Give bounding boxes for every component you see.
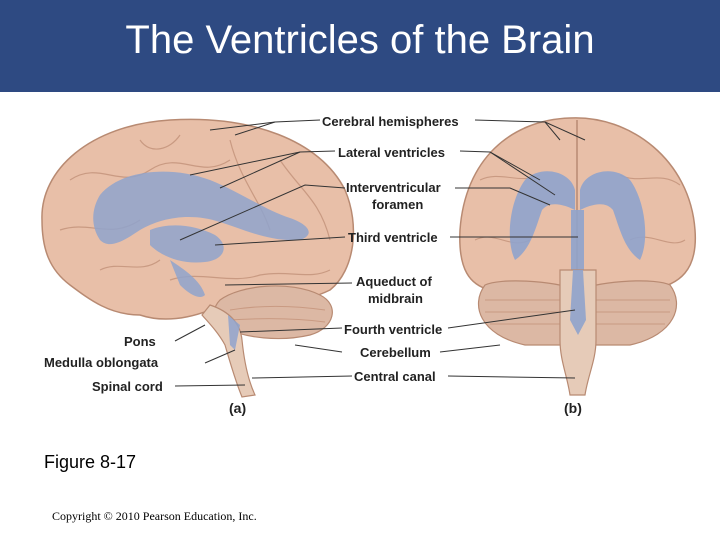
brain-ventricles-figure: Cerebral hemispheres Lateral ventricles …	[30, 100, 710, 435]
label-cerebellum: Cerebellum	[360, 345, 431, 360]
label-interventricular: Interventricular	[346, 180, 441, 195]
label-pons: Pons	[124, 334, 156, 349]
label-spinal-cord: Spinal cord	[92, 379, 163, 394]
label-third-ventricle: Third ventricle	[348, 230, 438, 245]
posterior-brain-view	[459, 117, 697, 396]
label-cerebral-hemispheres: Cerebral hemispheres	[322, 114, 459, 129]
title-bar: The Ventricles of the Brain	[0, 0, 720, 92]
label-foramen: foramen	[372, 197, 423, 212]
fourth-ventricle-lateral	[228, 315, 240, 350]
copyright-notice: Copyright © 2010 Pearson Education, Inc.	[52, 509, 257, 523]
lateral-brain-view	[41, 118, 355, 398]
lateral-ventricle-shape	[93, 171, 309, 245]
label-midbrain: midbrain	[368, 291, 423, 306]
panel-label-b: (b)	[564, 400, 582, 416]
label-fourth-ventricle: Fourth ventricle	[344, 322, 442, 337]
cerebrum-lateral	[41, 118, 355, 320]
label-central-canal: Central canal	[354, 369, 436, 384]
third-ventricle-shape	[150, 225, 224, 263]
label-aqueduct: Aqueduct of	[356, 274, 432, 289]
label-lateral-ventricles: Lateral ventricles	[338, 145, 445, 160]
label-medulla-oblongata: Medulla oblongata	[44, 355, 159, 370]
panel-label-a: (a)	[229, 400, 246, 416]
figure-caption: Figure 8-17	[44, 452, 137, 472]
fourth-ventricle-posterior	[570, 270, 586, 335]
ventricles-illustration: Cerebral hemispheres Lateral ventricles …	[41, 114, 697, 416]
leader-lines	[174, 119, 586, 387]
temporal-horn-shape	[170, 260, 205, 297]
page-title: The Ventricles of the Brain	[125, 18, 595, 62]
lateral-ventricles-posterior	[509, 171, 646, 260]
third-ventricle-posterior	[571, 210, 584, 270]
